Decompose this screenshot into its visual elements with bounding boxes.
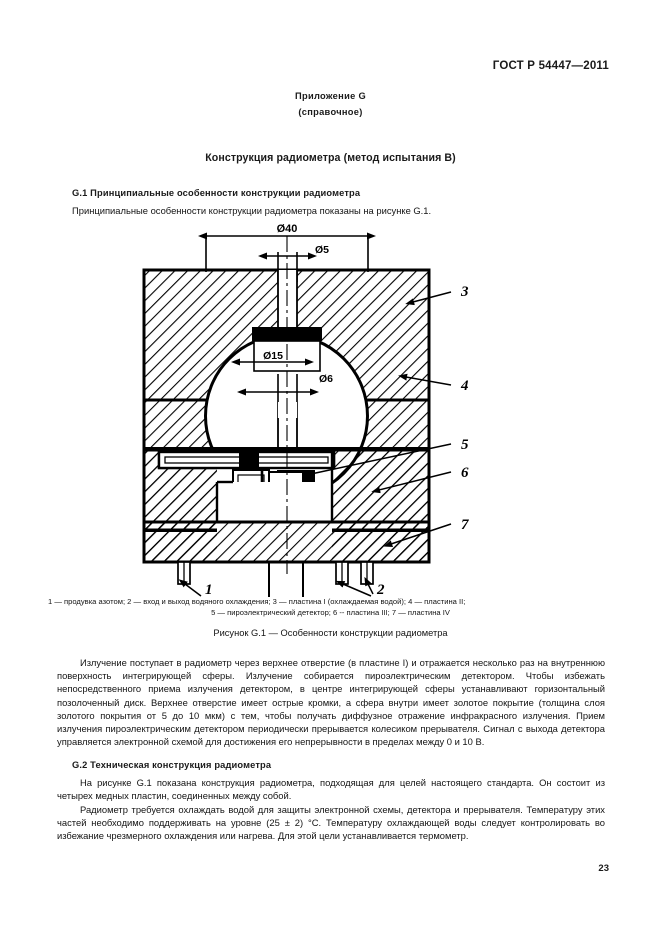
figure-legend: 1 — продувка азотом; 2 — вход и выход во… xyxy=(48,596,613,618)
callout-6-label: 6 xyxy=(461,465,469,481)
callout-leaders: 3 4 5 6 7 1 2 xyxy=(178,284,469,597)
radiometer-cross-section-drawing: Ø40 Ø5 xyxy=(142,223,469,597)
page-number: 23 xyxy=(598,863,609,874)
dimension-d15: Ø15 xyxy=(230,350,314,366)
paragraph-g1-description: Излучение поступает в радиометр через ве… xyxy=(57,656,605,748)
section-g1-intro: Принципиальные особенности конструкции р… xyxy=(72,204,592,217)
dimension-d6-label: Ø6 xyxy=(318,373,332,385)
callout-2-label: 2 xyxy=(376,582,385,597)
callout-4-label: 4 xyxy=(460,378,469,394)
section-g1-intro-text: Принципиальные особенности конструкции р… xyxy=(72,205,432,216)
section-heading-g2: G.2 Техническая конструкция радиометра xyxy=(72,760,272,770)
paragraph-g1-text: Излучение поступает в радиометр через ве… xyxy=(57,657,605,748)
dimension-d6: Ø6 xyxy=(236,373,333,418)
callout-5-label: 5 xyxy=(461,437,469,453)
paragraph-g2-second: Радиометр требуется охлаждать водой для … xyxy=(57,803,605,843)
annex-kind: (справочное) xyxy=(298,107,363,117)
callout-7-label: 7 xyxy=(461,517,469,533)
section-heading-g1: G.1 Принципиальные особенности конструкц… xyxy=(72,188,361,198)
standard-number-header: ГОСТ Р 54447—2011 xyxy=(492,60,609,72)
lower-aperture-channel xyxy=(276,402,298,447)
annex-heading-block: Приложение G (справочное) xyxy=(0,91,661,117)
figure-g1: Ø40 Ø5 xyxy=(0,222,661,602)
figure-legend-line-1: 1 — продувка азотом; 2 — вход и выход во… xyxy=(48,597,466,606)
dimension-d15-label: Ø15 xyxy=(263,350,283,362)
callout-1-label: 1 xyxy=(205,582,213,597)
paragraph-g2-first: На рисунке G.1 показана конструкция ради… xyxy=(57,776,605,802)
figure-caption: Рисунок G.1 — Особенности конструкции ра… xyxy=(213,628,448,638)
callout-3-label: 3 xyxy=(460,284,469,300)
paragraph-g2-first-text: На рисунке G.1 показана конструкция ради… xyxy=(57,777,605,802)
paragraph-g2-second-text: Радиометр требуется охлаждать водой для … xyxy=(57,804,605,842)
annex-title: Конструкция радиометра (метод испытания … xyxy=(205,152,456,164)
dimension-d40-label: Ø40 xyxy=(276,223,297,235)
dimension-d5-label: Ø5 xyxy=(314,244,328,256)
figure-legend-line-2: 5 — пироэлектрический детектор; 6 -- пла… xyxy=(211,608,450,617)
annex-label: Приложение G xyxy=(295,91,366,101)
